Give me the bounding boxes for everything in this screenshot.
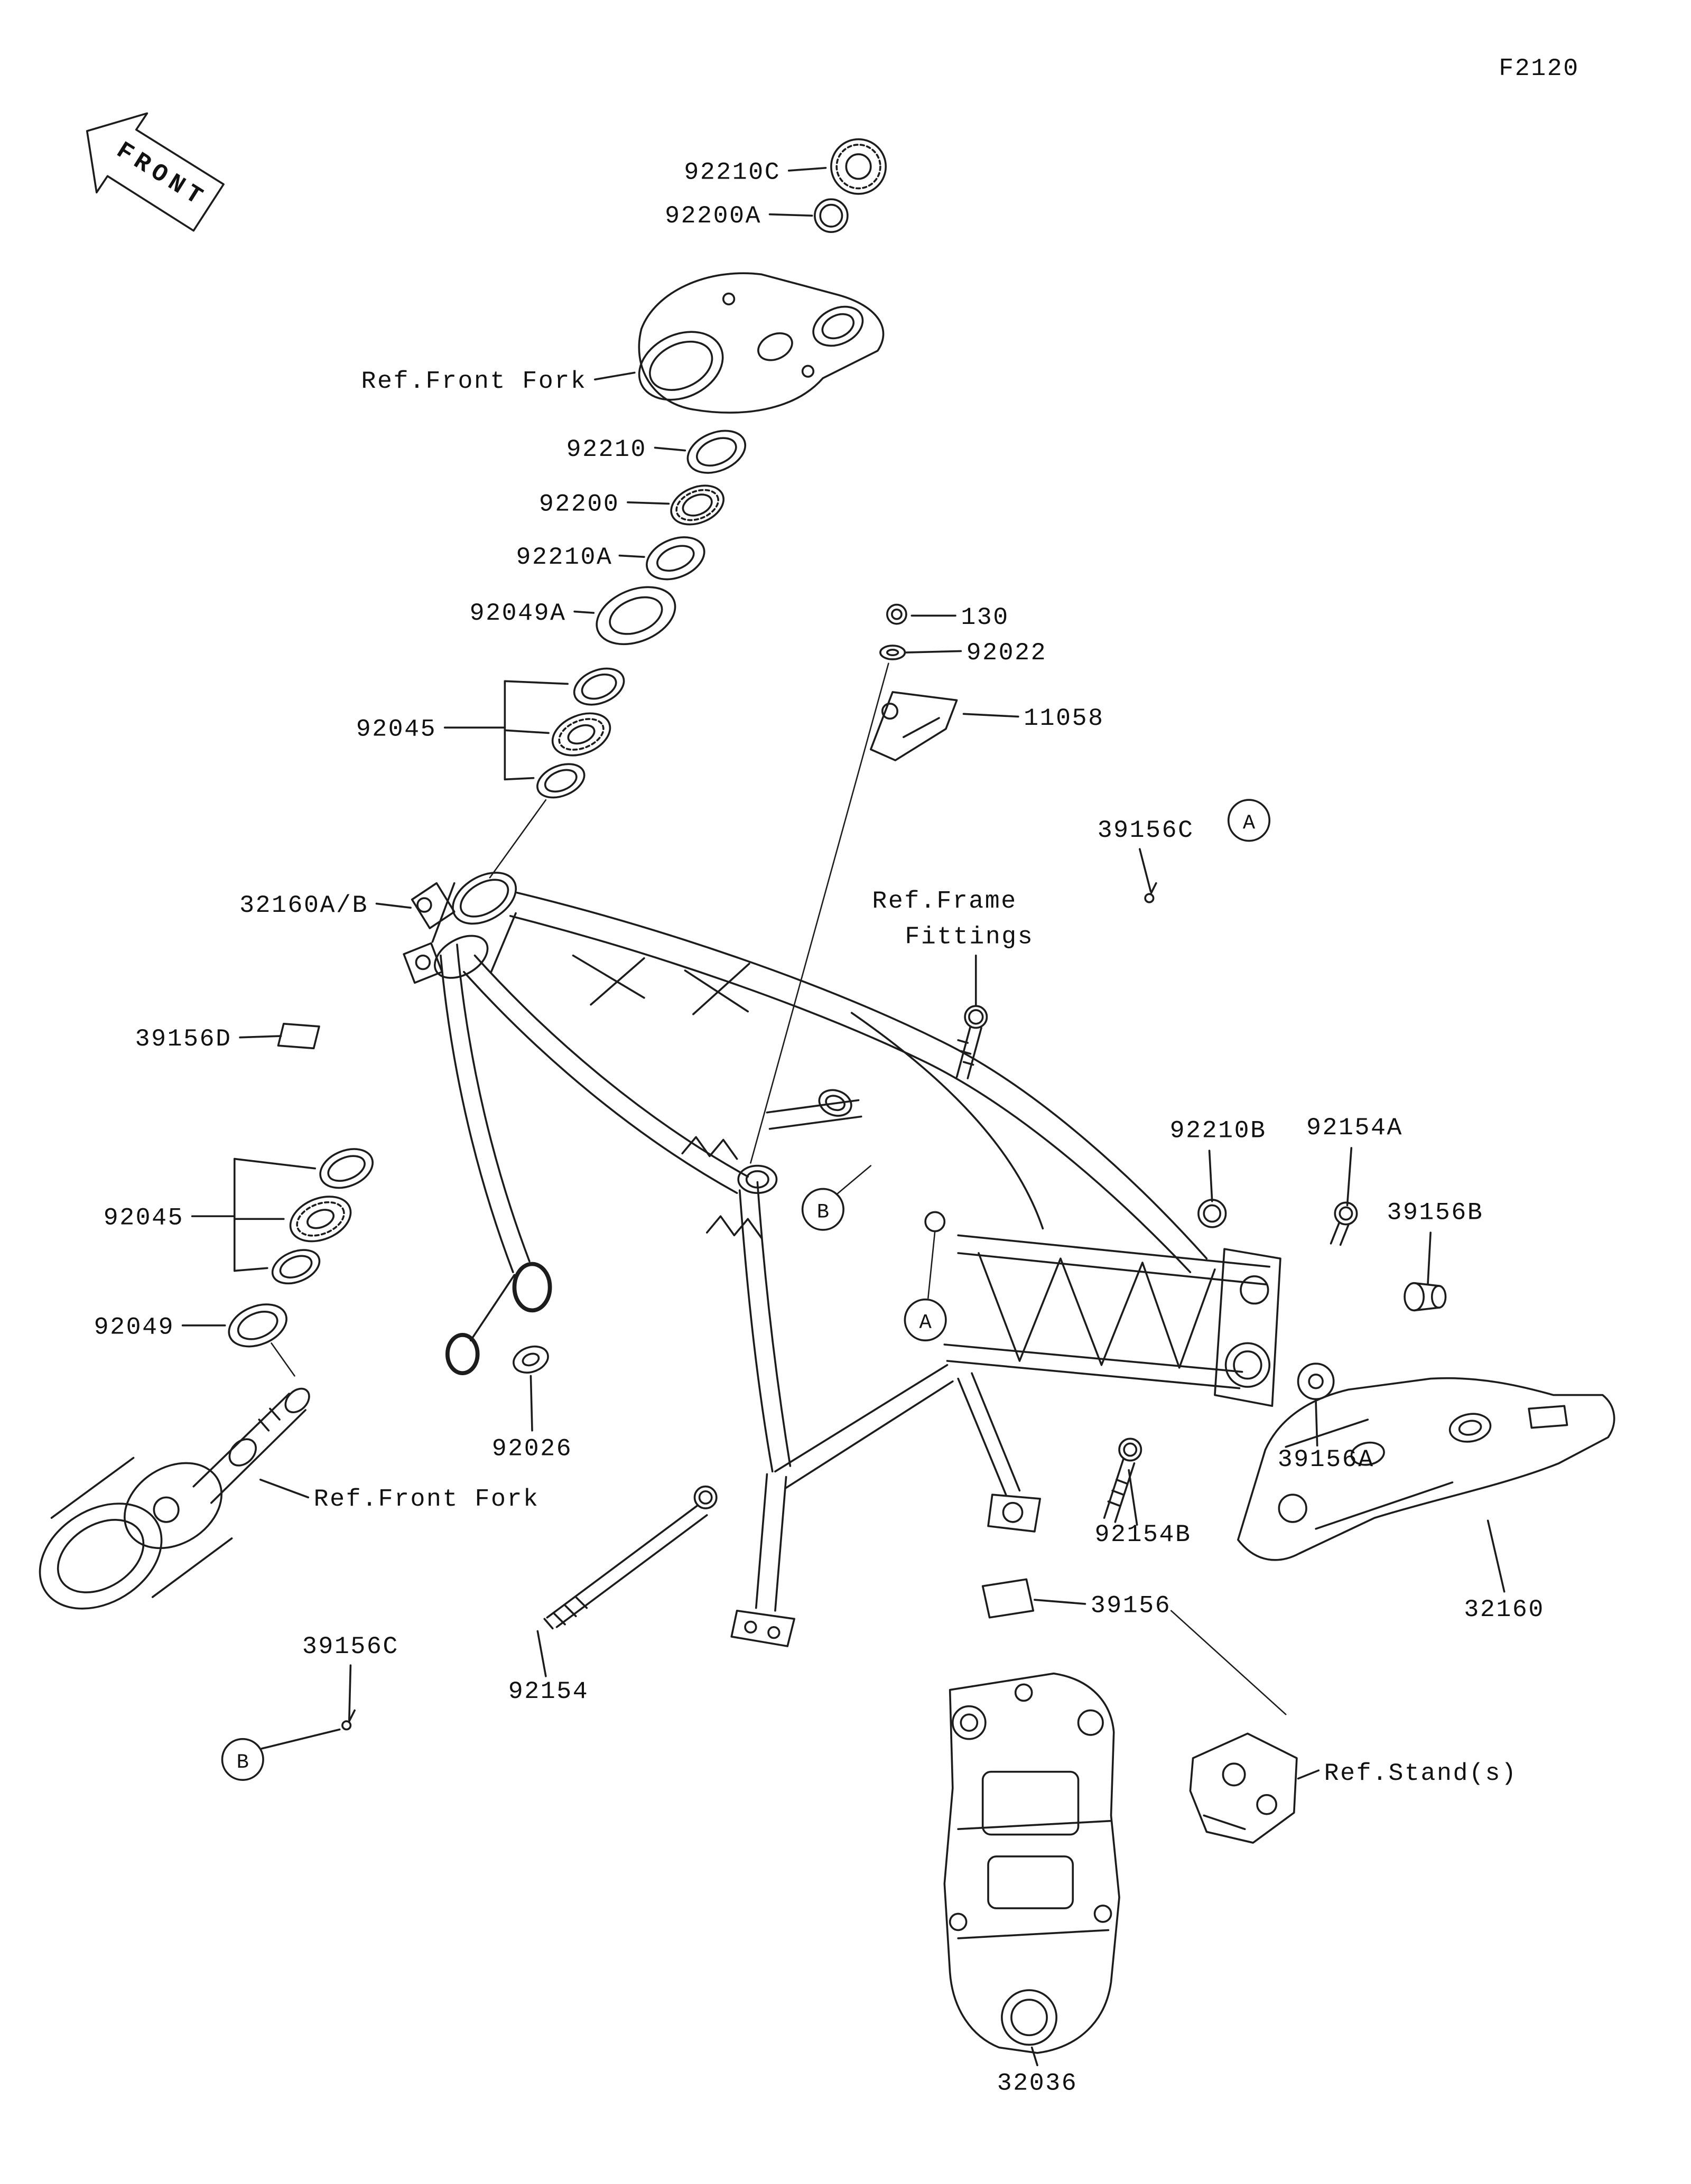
washer-92026 [513,1345,549,1432]
callout-a-top-label: A [1243,811,1256,835]
label-92210: 92210 [566,435,647,463]
shim-plate-39156 [981,1578,1287,1715]
label-92210a: 92210A [516,543,613,571]
callout-circle-a-top [1227,799,1271,842]
bearing-set-92045-bottom [191,1148,374,1285]
seal-92049 [181,1303,295,1377]
label-39156: 39156 [1091,1591,1171,1619]
label-32036: 32036 [997,2069,1077,2097]
plug-39156a [1297,1362,1335,1446]
label-39156c-top: 39156C [1098,816,1194,844]
oring-92200a [768,198,849,234]
callout-circle-b-bottom [221,1738,264,1781]
pin-39156c-bottom [261,1664,356,1750]
bolt-92154a [1330,1147,1358,1246]
label-39156a: 39156A [1278,1445,1374,1473]
label-11058: 11058 [1024,704,1104,732]
figure-code: F2120 [1499,54,1579,82]
label-ref-front-fork-bottom: Ref.Front Fork [314,1485,540,1513]
race-92210a [618,536,705,581]
bearing-set-92045-top [443,667,625,879]
label-92210b: 92210B [1170,1116,1267,1144]
pin-39156c-top [1138,848,1157,903]
label-ref-stands: Ref.Stand(s) [1324,1759,1518,1787]
label-ref-frame-fittings-1: Ref.Frame [872,887,1017,915]
label-92026: 92026 [492,1434,572,1462]
bracket-11058 [869,691,1019,761]
label-ref-frame-fittings-2: Fittings [905,922,1034,950]
tab-39156d [239,1023,320,1050]
callout-circle-a-mid [904,1230,947,1342]
label-39156c-bottom: 39156C [302,1632,399,1660]
main-frame [375,872,1281,1647]
stem-nut-92210c [787,138,887,195]
label-92154: 92154 [508,1677,589,1705]
label-92045-bottom: 92045 [104,1204,184,1232]
frame-fittings-bolt [955,954,988,1079]
top-triple-clamp [594,272,885,414]
label-ref-front-fork-top: Ref.Front Fork [361,367,587,395]
label-92210c: 92210C [684,158,781,186]
label-92022: 92022 [967,639,1047,667]
engine-bracket-32036 [943,1672,1120,2067]
callout-b-mid-label: B [817,1201,829,1224]
callout-circle-b-mid [801,1165,872,1231]
front-banner-label: FRONT [112,136,212,213]
seal-92049a [573,586,676,646]
race-92210 [654,430,747,474]
label-130: 130 [961,603,1009,631]
label-32160ab: 32160A/B [239,891,368,919]
label-92049a: 92049A [470,599,566,627]
bolt-130 [886,603,956,625]
callout-a-mid-label: A [919,1311,932,1334]
callout-b-bottom-label: B [237,1751,249,1774]
lower-front-fork [39,1387,310,1610]
nut-92210b [1197,1150,1227,1228]
label-39156b: 39156B [1387,1198,1483,1226]
label-92049: 92049 [94,1313,174,1341]
label-92045-top: 92045 [356,715,436,743]
label-32160: 32160 [1464,1595,1544,1623]
bolt-92154b [1103,1438,1142,1526]
label-92154b: 92154B [1095,1520,1192,1548]
bearing-92200 [627,484,725,526]
stand-bracket [1189,1732,1320,1844]
label-92200: 92200 [539,490,619,518]
label-39156d: 39156D [135,1025,232,1053]
washer-92022 [750,645,962,1164]
labels-layer: F2120 FRONT 92210C 92200A Ref.Front Fork… [94,54,1579,2097]
label-92200a: 92200A [665,202,761,230]
long-bolt-92154 [536,1485,718,1677]
plug-39156b [1404,1231,1447,1312]
label-92154a: 92154A [1306,1114,1403,1142]
side-plate-32160 [1237,1377,1615,1593]
front-direction-arrow [86,112,225,232]
